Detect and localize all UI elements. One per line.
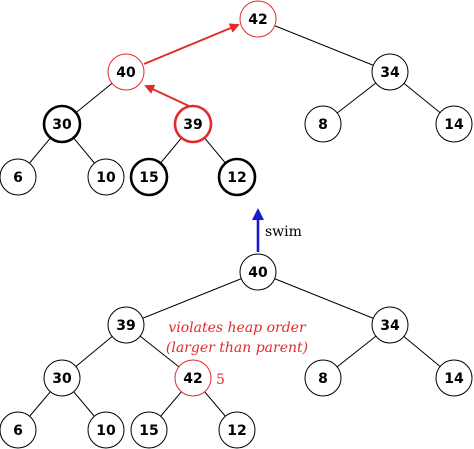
heap-node: 14 bbox=[435, 105, 473, 143]
before-heap-tree: 40 39 34 30 42 8 14 6 bbox=[0, 253, 473, 449]
heap-node: 40 bbox=[107, 53, 145, 91]
heap-node: 14 bbox=[435, 359, 473, 397]
heap-node: 42 bbox=[239, 0, 277, 38]
tree-edge bbox=[125, 271, 259, 326]
violation-note-line1: violates heap order bbox=[168, 320, 307, 336]
heap-node: 8 bbox=[304, 359, 342, 397]
heap-node: 12 bbox=[217, 157, 257, 197]
node-key: 40 bbox=[248, 265, 268, 281]
node-key: 8 bbox=[318, 371, 328, 387]
node-key: 6 bbox=[13, 423, 23, 439]
heap-node: 34 bbox=[371, 53, 409, 91]
swim-label: swim bbox=[265, 224, 302, 240]
node-key: 14 bbox=[444, 117, 464, 133]
node-key: 30 bbox=[52, 371, 72, 387]
swim-path-arrow bbox=[144, 84, 190, 107]
node-index-label: 5 bbox=[216, 372, 225, 388]
heap-node: 6 bbox=[0, 158, 37, 196]
swim-path-arrow bbox=[143, 23, 240, 65]
node-key: 39 bbox=[183, 117, 202, 133]
heap-node: 6 bbox=[0, 411, 37, 449]
heap-node: 42 bbox=[174, 359, 212, 397]
tree-edge bbox=[257, 18, 391, 73]
heap-node: 10 bbox=[87, 411, 125, 449]
node-key: 40 bbox=[116, 65, 136, 81]
node-key: 30 bbox=[52, 117, 72, 133]
heap-node: 40 bbox=[239, 253, 277, 291]
node-key: 6 bbox=[13, 170, 23, 186]
tree-edge bbox=[257, 271, 391, 326]
node-key: 42 bbox=[248, 12, 267, 28]
node-key: 15 bbox=[139, 170, 158, 186]
node-key: 34 bbox=[380, 318, 400, 334]
node-key: 10 bbox=[96, 423, 116, 439]
node-key: 8 bbox=[318, 117, 328, 133]
node-key: 39 bbox=[116, 318, 135, 334]
node-key: 15 bbox=[139, 423, 158, 439]
heap-node: 34 bbox=[371, 306, 409, 344]
node-key: 12 bbox=[227, 170, 246, 186]
swim-transition: swim bbox=[252, 208, 302, 252]
node-key: 10 bbox=[96, 170, 116, 186]
heap-node: 39 bbox=[107, 306, 145, 344]
heap-node: 30 bbox=[42, 104, 82, 144]
heap-node: 12 bbox=[218, 411, 256, 449]
heap-node: 15 bbox=[129, 157, 169, 197]
node-key: 14 bbox=[444, 371, 464, 387]
after-heap-tree: 42 40 34 30 39 8 14 6 bbox=[0, 0, 473, 197]
node-key: 42 bbox=[183, 371, 202, 387]
violation-note-line2: (larger than parent) bbox=[166, 340, 308, 356]
heap-node: 39 bbox=[173, 104, 213, 144]
heap-node: 8 bbox=[304, 105, 342, 143]
node-key: 12 bbox=[227, 423, 246, 439]
node-key: 34 bbox=[380, 65, 400, 81]
heap-node: 30 bbox=[43, 359, 81, 397]
heap-node: 15 bbox=[130, 411, 168, 449]
heap-node: 10 bbox=[87, 158, 125, 196]
